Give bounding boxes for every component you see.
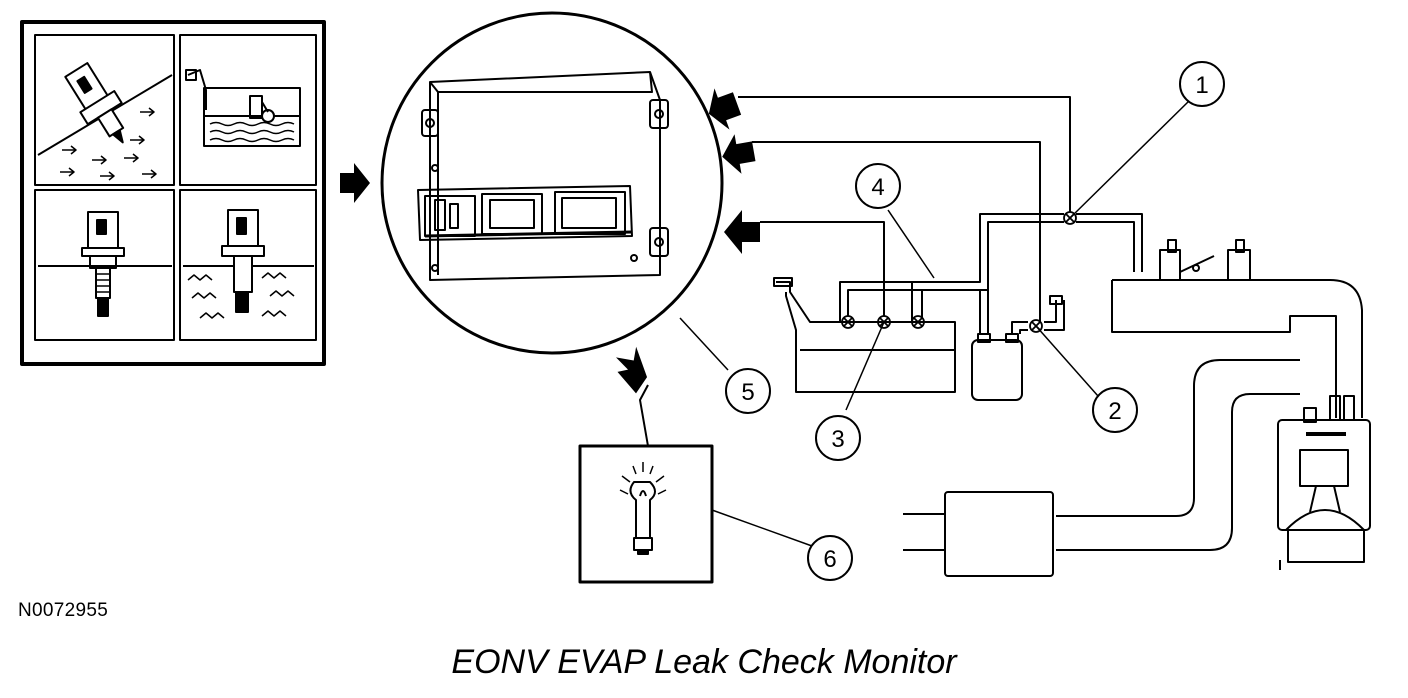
svg-text:5: 5 bbox=[741, 379, 754, 406]
diagram-caption: EONV EVAP Leak Check Monitor bbox=[451, 643, 957, 681]
wiring bbox=[639, 96, 1071, 447]
indicator-lamp-icon bbox=[578, 444, 714, 584]
sensor-input-panel bbox=[20, 20, 326, 366]
callout-4: 4 bbox=[855, 163, 901, 209]
svg-text:6: 6 bbox=[823, 546, 836, 573]
fuel-level-panel-icon bbox=[185, 69, 301, 147]
input-arrow bbox=[340, 163, 370, 203]
fuel-tank-icon bbox=[773, 277, 956, 393]
engine-icon bbox=[1111, 239, 1371, 570]
callout-2: 2 bbox=[1092, 387, 1138, 433]
sensor-panel-icon bbox=[37, 62, 173, 181]
callout-1: 1 bbox=[1179, 61, 1225, 107]
temperature-sensor-panel-icon bbox=[38, 211, 172, 317]
immersed-sensor-panel-icon bbox=[183, 209, 314, 319]
svg-text:2: 2 bbox=[1108, 398, 1121, 425]
signal-arrows bbox=[615, 88, 760, 394]
muffler-icon bbox=[903, 491, 1054, 577]
exhaust-pipe bbox=[1056, 359, 1300, 551]
callout-leaders bbox=[679, 99, 1191, 547]
svg-text:4: 4 bbox=[871, 174, 884, 201]
pcm-module-icon bbox=[380, 11, 724, 355]
callout-6: 6 bbox=[807, 535, 853, 581]
svg-text:3: 3 bbox=[831, 426, 844, 453]
canister-icon bbox=[971, 333, 1023, 401]
svg-text:1: 1 bbox=[1195, 72, 1208, 99]
callout-3: 3 bbox=[815, 415, 861, 461]
callout-5: 5 bbox=[725, 368, 771, 414]
figure-id: N0072955 bbox=[18, 600, 109, 621]
vapor-hoses bbox=[839, 213, 1143, 334]
